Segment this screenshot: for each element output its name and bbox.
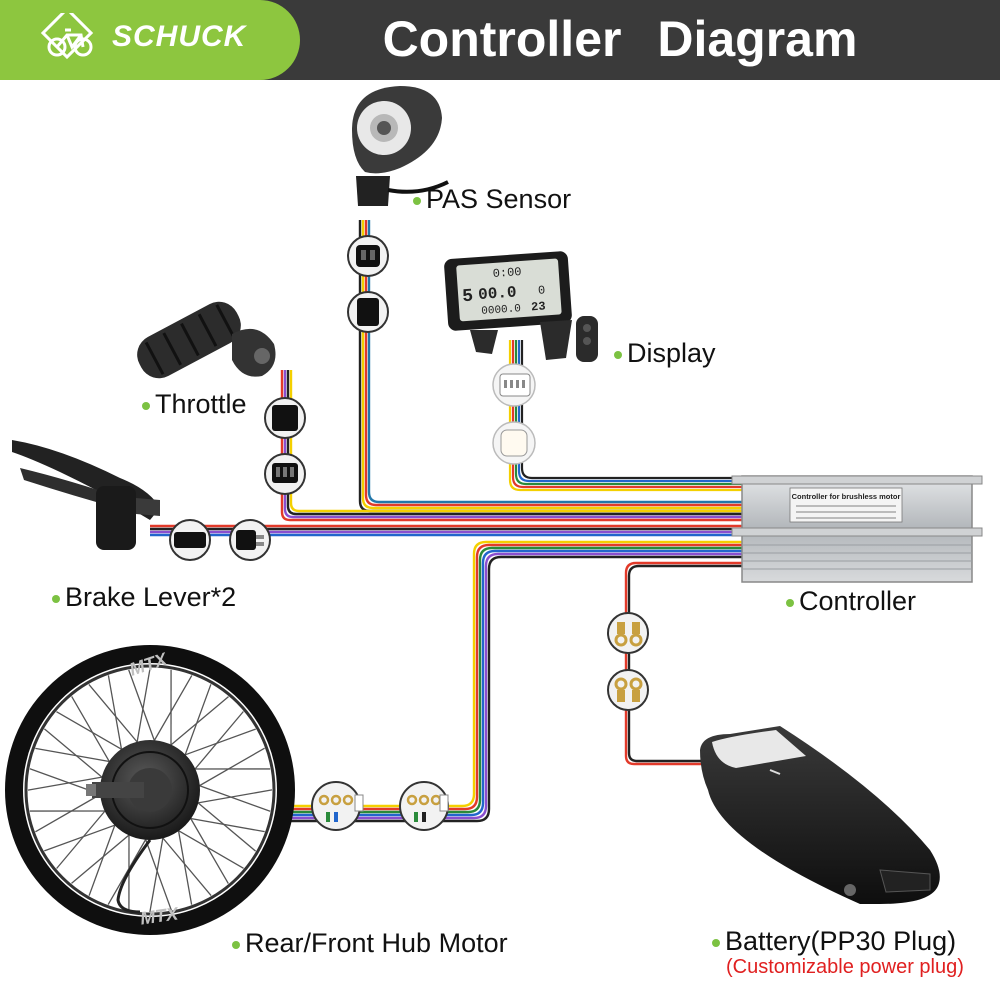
throttle-connector-female xyxy=(264,397,306,439)
wheel-spoke xyxy=(156,830,212,897)
hub-motor-connector-2 xyxy=(399,781,449,831)
controller-label: Controller xyxy=(786,586,916,617)
pas-sensor-image xyxy=(352,86,449,206)
bullet-dot-icon xyxy=(232,940,240,949)
wheel-spoke xyxy=(56,711,130,755)
throttle-image xyxy=(137,301,276,379)
battery-terminal-ring-connectors-1 xyxy=(607,612,649,654)
hub-motor-label-text: Rear/Front Hub Motor xyxy=(245,928,508,958)
controller-label-text: Controller xyxy=(799,586,917,616)
brand-box: SCHUCK xyxy=(0,0,300,80)
brake-lever-label: Brake Lever*2 xyxy=(52,582,236,613)
pas-connector-female xyxy=(347,235,389,277)
display-connector-male xyxy=(492,421,536,465)
bullet-dot-icon xyxy=(142,401,150,410)
battery-label: Battery(PP30 Plug) xyxy=(712,926,956,957)
bullet-dot-icon xyxy=(712,938,720,947)
bullet-dot-icon xyxy=(786,598,794,607)
battery-image xyxy=(700,726,940,904)
brand-name: SCHUCK xyxy=(112,20,247,53)
wheel-spoke xyxy=(27,774,111,791)
wheel-spoke xyxy=(88,816,119,896)
motor-wire-bundle xyxy=(290,540,742,823)
display-image: 0:00 5 00.0 0 0000.0 23 xyxy=(444,251,598,362)
wheel-spoke xyxy=(88,683,144,750)
hub-motor-wheel-image: MTX MTX xyxy=(5,645,295,935)
wheel-spoke xyxy=(170,825,244,869)
display-wire-bundle xyxy=(508,340,742,492)
pas-sensor-label-text: PAS Sensor xyxy=(426,184,572,214)
throttle-label: Throttle xyxy=(142,389,247,420)
throttle-wire-bundle xyxy=(280,370,742,522)
wheel-spoke xyxy=(182,816,265,833)
controller-image: Controller for brushless motor xyxy=(731,475,983,583)
display-odo-text: 0000.0 xyxy=(481,303,521,318)
wheel-spoke xyxy=(188,711,244,777)
battery-note: (Customizable power plug) xyxy=(726,956,964,978)
display-left-digit: 5 xyxy=(462,286,474,307)
throttle-connector-male xyxy=(264,453,306,495)
display-connector-female xyxy=(492,363,536,407)
pas-wire-bundle xyxy=(358,220,742,513)
display-clock-text: 0:00 xyxy=(492,265,522,281)
wheel-spoke xyxy=(128,669,158,749)
controller-plate-text: Controller for brushless motor xyxy=(792,492,901,501)
hub-motor-connector-1 xyxy=(311,781,364,831)
bullet-dot-icon xyxy=(413,196,421,205)
brake-connector-male xyxy=(229,519,271,561)
battery-terminal-ring-connectors-2 xyxy=(607,669,649,711)
wheel-spoke xyxy=(191,782,271,812)
display-label: Display xyxy=(614,338,716,369)
throttle-label-text: Throttle xyxy=(155,389,247,419)
wheel-spoke xyxy=(35,747,118,764)
wheel-spoke xyxy=(56,803,112,869)
bullet-dot-icon xyxy=(614,350,622,359)
hub-motor-label: Rear/Front Hub Motor xyxy=(232,928,508,959)
header-bar: SCHUCK Controller Diagram xyxy=(0,0,1000,80)
wiring-diagram: 0:00 5 00.0 0 0000.0 23 xyxy=(5,86,983,935)
battery-label-text: Battery(PP30 Plug) xyxy=(725,926,957,956)
page-title: Controller Diagram xyxy=(382,11,858,67)
brake-lever-label-text: Brake Lever*2 xyxy=(65,582,237,612)
battery-wire-pair xyxy=(624,561,742,766)
bullet-dot-icon xyxy=(52,594,60,603)
brake-connector-female xyxy=(169,519,211,561)
display-speed-text: 00.0 xyxy=(478,283,518,304)
bicycle-logo-icon xyxy=(40,13,94,60)
display-side-text: 23 xyxy=(531,299,546,314)
wheel-spoke xyxy=(181,684,212,764)
pas-connector-male xyxy=(347,291,389,333)
display-label-text: Display xyxy=(627,338,716,368)
brake-lever-image xyxy=(12,440,160,550)
pas-sensor-label: PAS Sensor xyxy=(413,184,571,215)
display-mid-text: 0 xyxy=(538,283,546,297)
